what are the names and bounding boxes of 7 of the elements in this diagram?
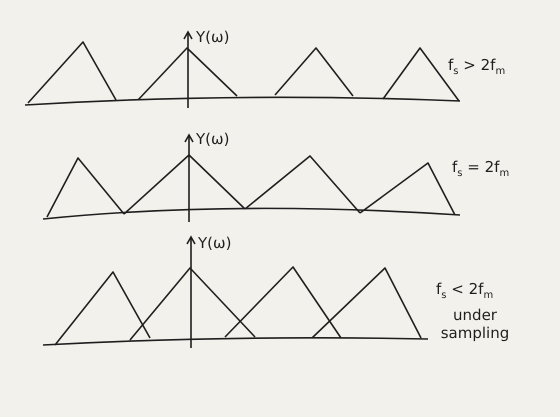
axis-label: Y(ω) xyxy=(196,130,230,148)
note-text: under sampling xyxy=(440,306,510,342)
axis-label: Y(ω) xyxy=(196,28,230,46)
condition-label: f$_{s}$ > 2f$_{m}$ xyxy=(448,56,506,79)
condition-label: f$_{s}$ < 2f$_{m}$ xyxy=(436,280,494,303)
axis-label: Y(ω) xyxy=(198,234,232,252)
condition-label: f$_{s}$ = 2f$_{m}$ xyxy=(452,158,510,181)
